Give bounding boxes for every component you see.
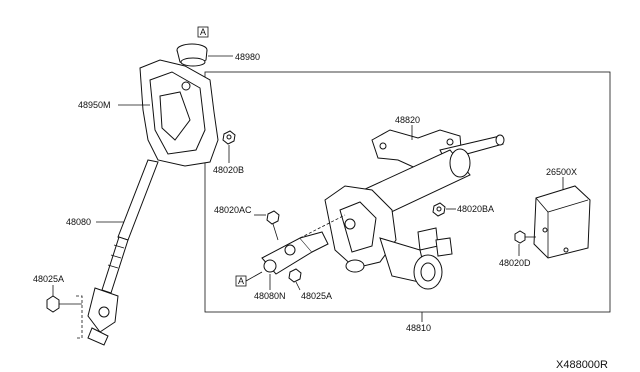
bolt-48025A-mid xyxy=(288,268,302,283)
label-48080N: 48080N xyxy=(254,291,286,301)
label-48020BA: 48020BA xyxy=(457,204,494,214)
label-48080: 48080 xyxy=(66,217,91,227)
label-48020AC: 48020AC xyxy=(214,205,252,215)
boot-ring-48980 xyxy=(176,43,208,67)
motor-housing xyxy=(324,185,453,290)
column-cover-48950M xyxy=(139,59,219,167)
nut-48020BA xyxy=(432,202,446,217)
label-48025A-left: 48025A xyxy=(33,274,64,284)
intermediate-shaft-48080 xyxy=(87,159,159,346)
callout-a-bottom-label: A xyxy=(238,276,244,286)
callout-a-top xyxy=(197,26,209,38)
label-48820: 48820 xyxy=(395,115,420,125)
label-48810: 48810 xyxy=(406,323,431,333)
joint-48080N xyxy=(261,231,329,275)
bolt-48025A-left xyxy=(46,295,82,313)
callout-a-top-label: A xyxy=(200,27,206,37)
bolt-48020D xyxy=(514,230,536,244)
assembly-frame xyxy=(204,71,611,313)
bolt-48020AC xyxy=(266,210,280,241)
label-48950M: 48950M xyxy=(78,100,111,110)
label-48980: 48980 xyxy=(235,52,260,62)
label-48025A-mid: 48025A xyxy=(301,291,332,301)
label-48020B: 48020B xyxy=(213,165,244,175)
label-26500X: 26500X xyxy=(546,167,577,177)
nut-48020B xyxy=(222,130,236,145)
reference-code: X488000R xyxy=(556,359,608,371)
label-48020D: 48020D xyxy=(499,258,531,268)
control-unit-26500X xyxy=(533,185,591,259)
